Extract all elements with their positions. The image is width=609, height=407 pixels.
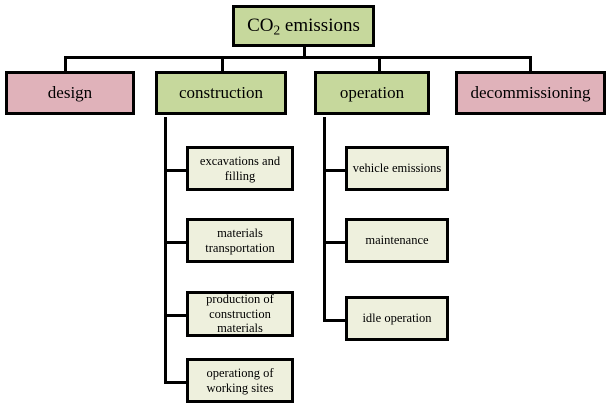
node-co2-emissions-label: CO2 emissions <box>243 15 364 38</box>
connector-drop-decommissioning <box>529 56 532 71</box>
connector-operation-stub-1 <box>323 169 347 172</box>
node-maintenance[interactable]: maintenance <box>345 218 449 263</box>
node-operation-label: operation <box>339 83 405 103</box>
node-design[interactable]: design <box>5 71 135 115</box>
connector-operation-stub-3 <box>323 319 347 322</box>
node-production-of-construction-materials[interactable]: production of construction materials <box>186 291 294 337</box>
node-excavations-and-filling-label: excavations and filling <box>199 154 281 183</box>
node-construction[interactable]: construction <box>155 71 287 115</box>
co2-text-subscript: 2 <box>273 22 281 38</box>
node-operation[interactable]: operation <box>314 71 430 115</box>
connector-construction-stub-3 <box>164 314 188 317</box>
node-design-label: design <box>47 83 93 103</box>
node-idle-operation-label: idle operation <box>362 311 432 326</box>
node-co2-emissions[interactable]: CO2 emissions <box>232 5 375 47</box>
connector-level2-bus <box>64 56 532 59</box>
node-vehicle-emissions-label: vehicle emissions <box>352 161 442 176</box>
connector-construction-stub-4 <box>164 381 188 384</box>
connector-operation-stub-2 <box>323 241 347 244</box>
connector-construction-stub-2 <box>164 241 188 244</box>
node-operationg-of-working-sites[interactable]: operationg of working sites <box>186 358 294 403</box>
node-idle-operation[interactable]: idle operation <box>345 296 449 341</box>
connector-drop-operation <box>378 56 381 71</box>
connector-construction-stub-1 <box>164 169 188 172</box>
connector-drop-design <box>64 56 67 71</box>
node-operationg-of-working-sites-label: operationg of working sites <box>206 366 274 395</box>
node-decommissioning[interactable]: decommissioning <box>455 71 606 115</box>
connector-root-stem <box>303 47 306 59</box>
node-production-of-construction-materials-label: production of construction materials <box>206 292 274 336</box>
node-decommissioning-label: decommissioning <box>470 83 591 103</box>
connector-drop-construction <box>221 56 224 71</box>
node-maintenance-label: maintenance <box>365 233 429 248</box>
node-materials-transportation-label: materials transportation <box>205 226 275 255</box>
co2-text-prefix: CO <box>247 14 274 36</box>
node-excavations-and-filling[interactable]: excavations and filling <box>186 146 294 191</box>
connector-construction-trunk <box>164 117 167 384</box>
node-construction-label: construction <box>178 83 264 103</box>
connector-operation-trunk <box>323 117 326 322</box>
node-materials-transportation[interactable]: materials transportation <box>186 218 294 263</box>
co2-text-suffix: emissions <box>280 14 360 36</box>
node-vehicle-emissions[interactable]: vehicle emissions <box>345 146 449 191</box>
